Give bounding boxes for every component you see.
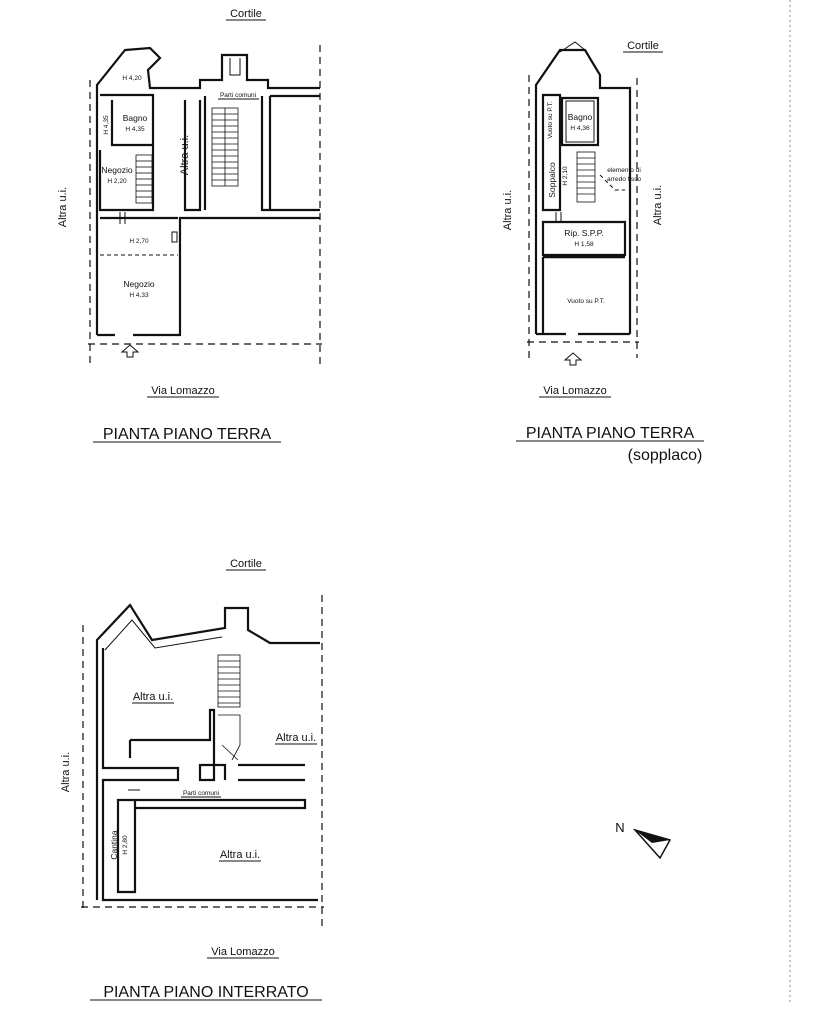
neighbor-left-label: Altra u.i. xyxy=(502,190,514,230)
street-bottom-label: Via Lomazzo xyxy=(211,946,274,958)
neighbor-bottom-label: Altra u.i. xyxy=(220,849,260,861)
stair-shop xyxy=(135,154,153,204)
unit-outer-wall xyxy=(534,48,632,334)
bathroom-wall xyxy=(560,96,600,147)
north-arrow-icon xyxy=(632,828,672,860)
room-height-side: H 4,35 xyxy=(103,115,110,135)
stair-mezzanine xyxy=(576,151,596,203)
entrance-arrow-icon xyxy=(563,352,583,366)
north-arrow: N xyxy=(615,820,672,860)
plan-mezzanine: Cortile Vuoto su P.T. Bagno H 4,36 Soppa… xyxy=(502,40,704,464)
common-parts-label: Parti comuni xyxy=(183,790,219,797)
unit-outer-wall xyxy=(95,46,320,335)
neighbor-top-label: Altra u.i. xyxy=(133,691,173,703)
room-bagno-height: H 4,35 xyxy=(125,126,145,133)
north-label: N xyxy=(615,820,624,835)
room-bagno-height: H 4,36 xyxy=(570,125,590,132)
plan-subtitle: (sopplaco) xyxy=(628,447,703,464)
room-negozio-small-height: H 2,20 xyxy=(107,178,127,185)
room-storage: Rip. S.P.P. xyxy=(564,228,603,238)
neighbor-mid-label: Altra u.i. xyxy=(179,135,191,175)
room-bagno: Bagno xyxy=(123,113,148,123)
room-cantina-height: H 2,80 xyxy=(122,835,129,855)
stair-basement xyxy=(217,654,241,761)
room-height-top: H 4,20 xyxy=(122,75,142,82)
neighbor-right-label: Altra u.i. xyxy=(276,732,316,744)
entrance-arrow-icon xyxy=(120,344,140,358)
common-parts-label: Parti comuni xyxy=(220,92,256,99)
neighbor-right-label: Altra u.i. xyxy=(652,185,664,225)
fixed-furniture-label-1: elemento di xyxy=(607,167,641,174)
room-mezzanine-height: H 2,70 xyxy=(129,238,149,245)
neighbor-left-label: Altra u.i. xyxy=(60,752,72,792)
plan-title: PIANTA PIANO TERRA xyxy=(103,426,272,443)
room-negozio-main: Negozio xyxy=(123,279,154,289)
room-negozio-main-height: H 4,33 xyxy=(129,292,149,299)
room-cantina: Cantina xyxy=(109,830,119,860)
street-top-label: Cortile xyxy=(627,40,659,52)
street-top-label: Cortile xyxy=(230,8,262,20)
bathroom-wall xyxy=(100,93,155,150)
room-storage-height: H 1,58 xyxy=(574,241,594,248)
plan-ground-floor: Cortile xyxy=(57,8,322,443)
room-negozio-small: Negozio xyxy=(101,165,132,175)
room-soppalco: Soppalco xyxy=(547,162,557,198)
street-bottom-label: Via Lomazzo xyxy=(543,385,606,397)
room-soppalco-height: H 2,10 xyxy=(562,166,569,186)
street-bottom-label: Via Lomazzo xyxy=(151,385,214,397)
storage-wall xyxy=(541,220,627,257)
plan-basement: Cortile Altra u.i. Altra u.i. Altra u.i.… xyxy=(60,558,324,1001)
room-vuoto-side: Vuoto su P.T. xyxy=(547,101,554,139)
stair-ground xyxy=(211,107,239,187)
unit-outer-wall xyxy=(95,603,320,900)
fixed-furniture-label-2: arredo fisso xyxy=(607,176,641,183)
basement-wall xyxy=(101,648,318,902)
room-bagno: Bagno xyxy=(568,112,593,122)
street-top-label: Cortile xyxy=(230,558,262,570)
neighbor-left-label: Altra u.i. xyxy=(57,187,69,227)
room-void-ground: Vuoto su P.T. xyxy=(567,298,605,305)
plan-title: PIANTA PIANO TERRA xyxy=(526,425,695,442)
shop-front-wall xyxy=(97,216,320,337)
plan-title: PIANTA PIANO INTERRATO xyxy=(103,984,308,1001)
